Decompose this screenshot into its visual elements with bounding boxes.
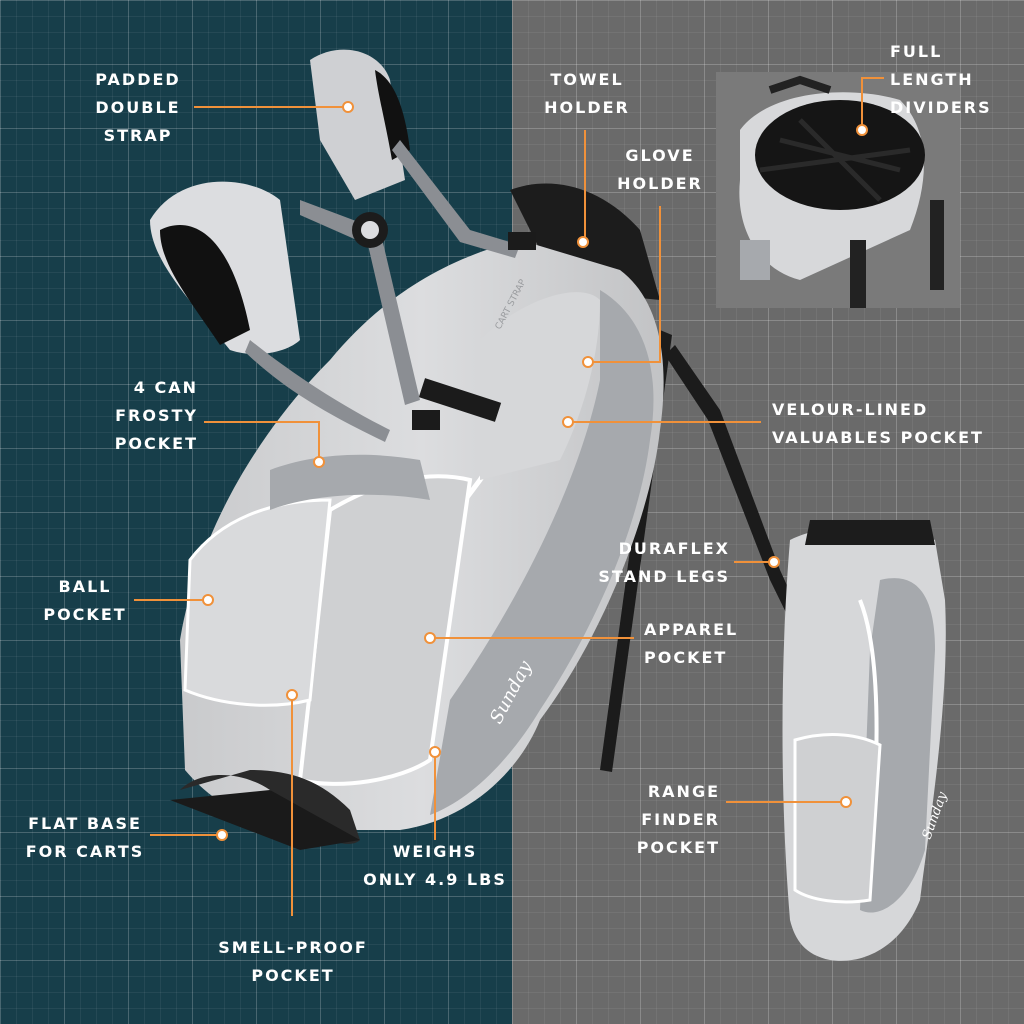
label-stand-legs: DURAFLEX STAND LEGS	[598, 539, 730, 586]
label-range-finder-pocket: RANGE FINDER POCKET	[636, 782, 720, 857]
dot-ball	[202, 594, 214, 606]
dot-weighs	[429, 746, 441, 758]
dot-glove-holder	[582, 356, 594, 368]
strap-buckle-2	[412, 410, 440, 430]
strap-buckle-1	[508, 232, 536, 250]
strap-webbing-3	[245, 340, 390, 442]
small-bag: Sunday	[782, 520, 951, 961]
label-ball-pocket: BALL POCKET	[43, 577, 127, 624]
label-apparel-pocket: APPAREL POCKET	[644, 620, 739, 667]
ball-pocket-panel	[183, 498, 332, 707]
leader-frosty	[204, 421, 320, 462]
dot-dividers	[856, 124, 868, 136]
dot-frosty	[313, 456, 325, 468]
leader-dividers	[861, 77, 884, 130]
dot-apparel	[424, 632, 436, 644]
dot-velour	[562, 416, 574, 428]
leader-dots	[202, 101, 868, 841]
dot-towel-holder	[577, 236, 589, 248]
cart-strap-band	[418, 378, 502, 422]
top-view-inset	[716, 72, 960, 308]
label-flat-base: FLAT BASE FOR CARTS	[25, 814, 145, 861]
dot-padded-strap	[342, 101, 354, 113]
label-towel-holder: TOWEL HOLDER	[544, 70, 630, 117]
label-weighs: WEIGHS ONLY 4.9 LBS	[363, 842, 507, 889]
leader-lines	[134, 77, 884, 916]
dot-flat-base	[216, 829, 228, 841]
label-smell-proof-pocket: SMELL-PROOF POCKET	[218, 938, 368, 985]
label-padded-double-strap: PADDED DOUBLE STRAP	[95, 70, 181, 145]
label-glove-holder: GLOVE HOLDER	[617, 146, 703, 193]
leader-glove-holder	[588, 206, 661, 363]
label-full-length-dividers: FULL LENGTH DIVIDERS	[890, 42, 992, 117]
label-velour-pocket: VELOUR-LINED VALUABLES POCKET	[772, 400, 984, 447]
straps	[150, 49, 536, 442]
strap-webbing-2	[392, 140, 520, 258]
label-frosty-pocket: 4 CAN FROSTY POCKET	[114, 378, 198, 453]
dot-smell-proof	[286, 689, 298, 701]
frosty-pocket-band	[270, 454, 430, 510]
dot-stand-legs	[768, 556, 780, 568]
dot-range-finder	[840, 796, 852, 808]
